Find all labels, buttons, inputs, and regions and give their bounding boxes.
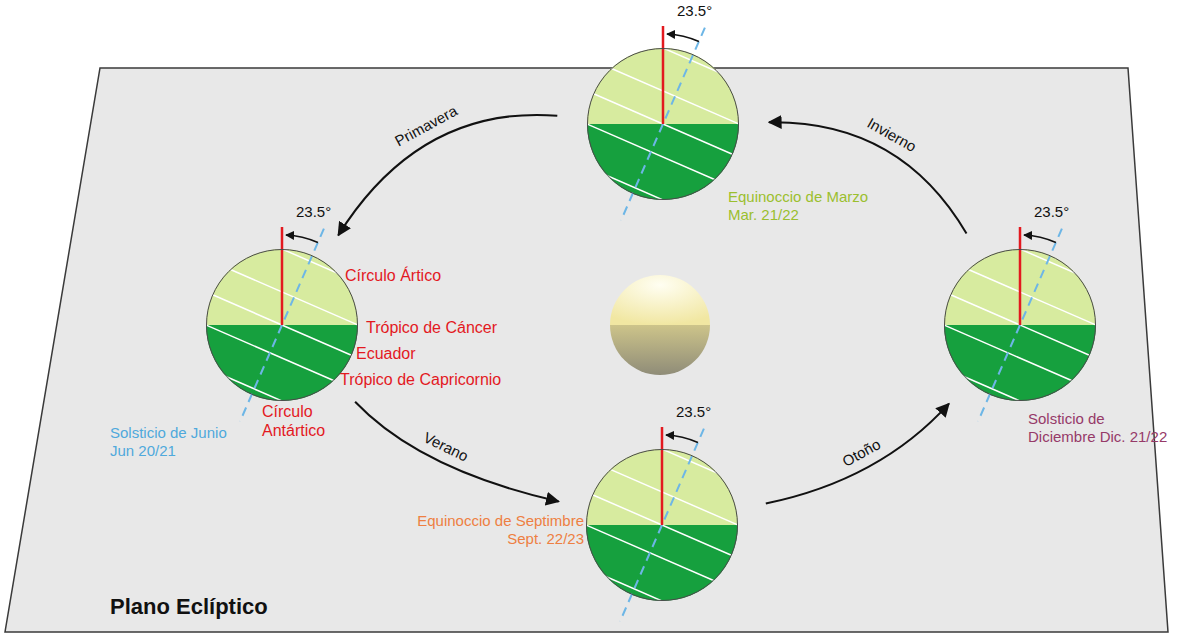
- latitude-label: Trópico de Cáncer: [366, 318, 497, 337]
- sun: [610, 275, 710, 375]
- earth-node: Solsticio de Diciembre Dic. 21/22: [944, 249, 1096, 401]
- earth-outline: [944, 249, 1096, 401]
- earth-june: [163, 221, 402, 429]
- earth-outline: [587, 48, 739, 200]
- earth-outline-circle: [945, 250, 1096, 401]
- date-label: Solsticio de Junio Jun 20/21: [110, 424, 250, 460]
- angle-label: 23.5°: [1034, 203, 1069, 221]
- earth-node: Equinoccio de Marzo Mar. 21/22: [587, 48, 739, 200]
- latitude-label: Ecuador: [356, 344, 416, 363]
- earth-outline: [586, 449, 738, 601]
- date-label: Solsticio de Diciembre Dic. 21/22: [1028, 410, 1168, 446]
- earth-outline-circle: [587, 450, 738, 601]
- latitude-label: Trópico de Capricornio: [340, 370, 501, 389]
- date-label: Equinoccio de Septimbre Sept. 22/23: [409, 512, 584, 548]
- season-arrow: [338, 115, 557, 235]
- earth-outline-circle: [207, 250, 358, 401]
- angle-label: 23.5°: [676, 403, 711, 421]
- earth-december: [901, 221, 1140, 429]
- date-label: Equinoccio de Marzo Mar. 21/22: [728, 188, 878, 224]
- earth-outline-circle: [588, 49, 739, 200]
- earth-outline: [206, 249, 358, 401]
- latitude-label: Círculo Ártico: [345, 266, 441, 285]
- earth-node: Equinoccio de Septimbre Sept. 22/23: [586, 449, 738, 601]
- latitude-label: Círculo Antártico: [262, 402, 342, 440]
- season-arrow: [766, 404, 949, 504]
- season-arrow: [355, 402, 558, 502]
- earth-node: Solsticio de Junio Jun 20/21: [206, 249, 358, 401]
- plane-title: Plano Eclíptico: [110, 594, 268, 620]
- angle-label: 23.5°: [677, 2, 712, 20]
- angle-label: 23.5°: [296, 203, 331, 221]
- ecliptic-plane: [5, 68, 1168, 632]
